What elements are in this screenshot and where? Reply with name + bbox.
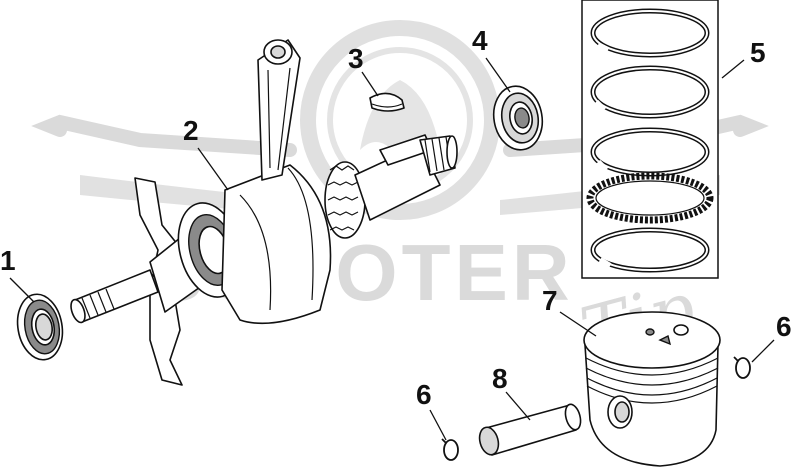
callout-6-right: 6 [776,311,792,342]
callout-4: 4 [472,25,488,56]
callout-2: 2 [183,115,199,146]
callout-6-left: 6 [416,379,432,410]
part-crankshaft [70,39,458,386]
part-piston-pin [478,403,582,456]
part-oil-seal-left [16,293,64,361]
part-piston-ring-set [581,0,719,279]
part-woodruff-key [369,92,405,112]
callout-8: 8 [492,363,508,394]
callout-7: 7 [542,285,558,316]
part-circlip-right [733,356,751,379]
part-oil-seal-right [492,85,544,151]
callout-5: 5 [750,37,766,68]
leader-lines [9,57,775,441]
callout-1: 1 [0,245,16,276]
callout-3: 3 [348,43,364,74]
callouts: 1 2 3 4 5 6 6 7 8 [0,25,792,410]
part-piston [583,311,721,467]
part-circlip-left [441,438,459,461]
